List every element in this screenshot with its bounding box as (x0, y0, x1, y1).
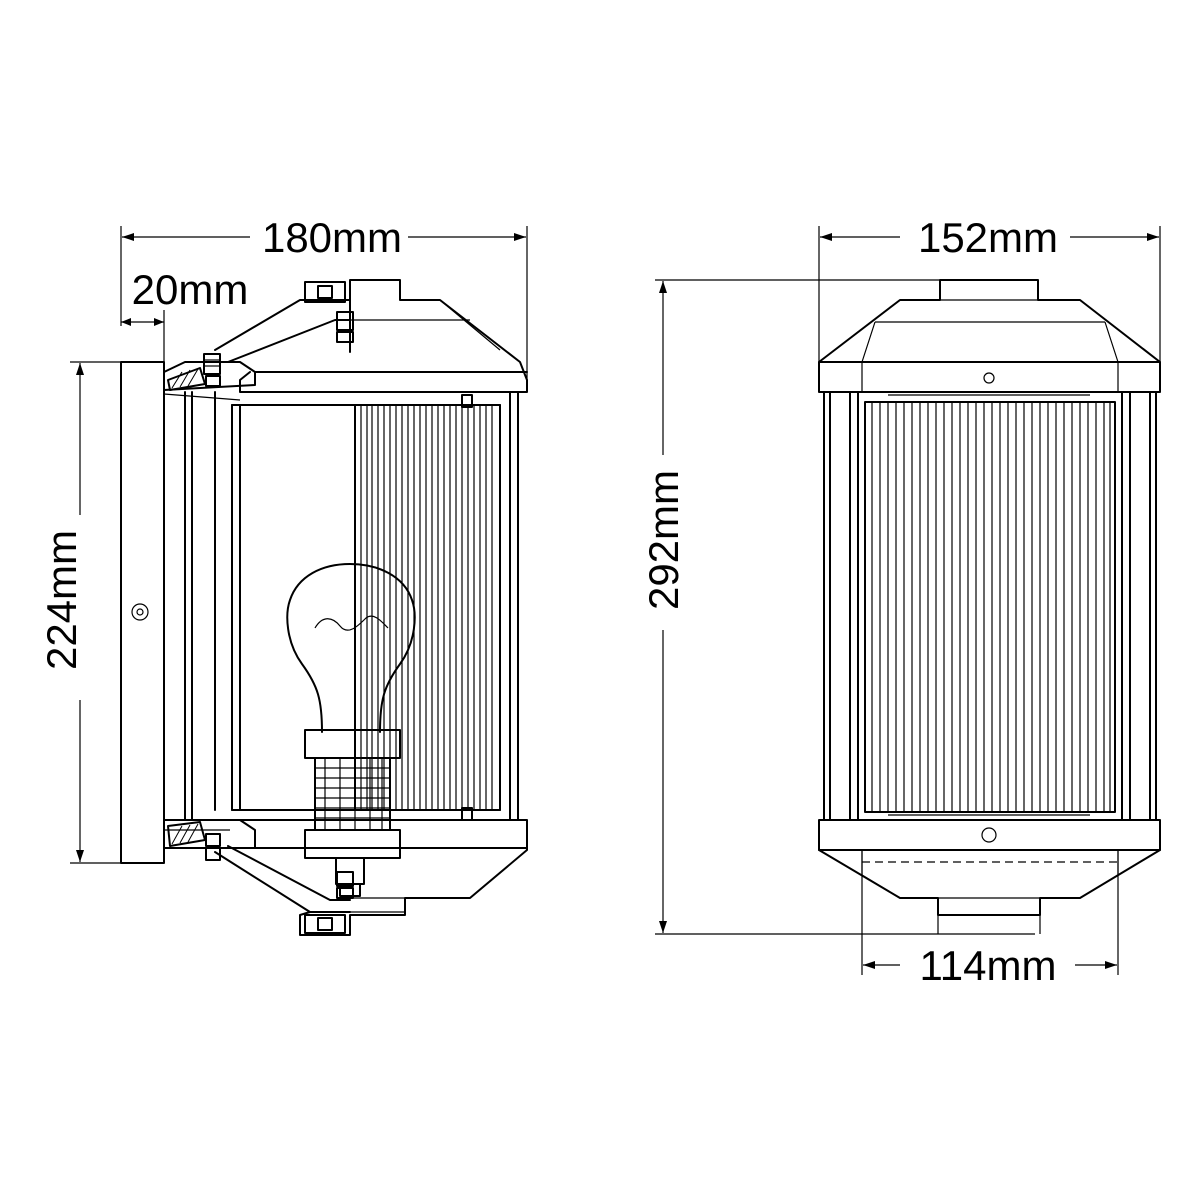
front-view: 152mm 292mm 114mm (640, 214, 1161, 989)
label-180mm: 180mm (262, 214, 402, 261)
front-frame-posts (823, 391, 1157, 821)
side-bottom-base (214, 819, 528, 936)
label-114mm: 114mm (920, 942, 1057, 989)
dim-bottom-width: 114mm (861, 850, 1119, 989)
top-bracket (163, 353, 256, 401)
label-152mm: 152mm (918, 214, 1058, 261)
dim-backplate-height: 224mm (38, 361, 121, 864)
dim-overall-height: 292mm (640, 279, 1035, 935)
wall-backplate (120, 361, 165, 864)
dim-backplate-depth: 20mm (121, 266, 248, 362)
dim-overall-depth: 180mm (120, 214, 528, 380)
label-20mm: 20mm (132, 266, 249, 313)
side-hood (214, 279, 528, 393)
bottom-bracket (163, 819, 256, 861)
side-frame-posts (184, 391, 519, 821)
side-ribbed-glass (354, 404, 501, 811)
front-bottom-base (818, 819, 1161, 934)
label-292mm: 292mm (640, 470, 687, 610)
dim-overall-width: 152mm (818, 214, 1161, 368)
front-ribbed-glass (864, 394, 1116, 816)
light-bulb (286, 563, 416, 733)
side-view: 180mm 20mm 224mm (38, 214, 528, 936)
bulb-socket (304, 729, 401, 897)
label-224mm: 224mm (38, 530, 85, 670)
front-hood (818, 279, 1161, 393)
